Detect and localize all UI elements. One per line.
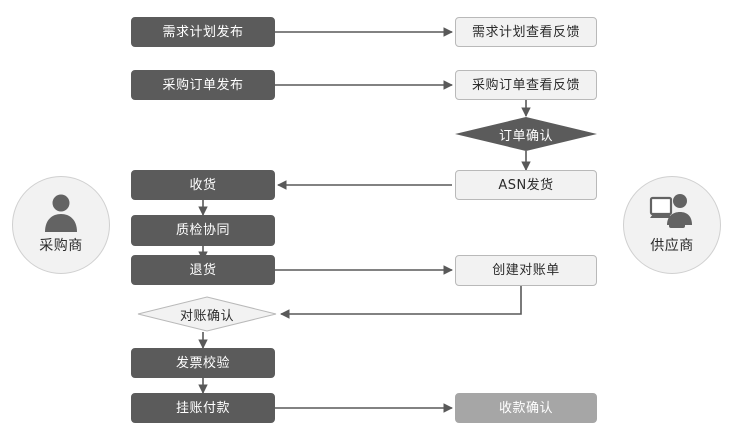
node-label: 发票校验 [175,355,230,371]
person-at-computer-icon [649,191,695,233]
node-payment-posting[interactable]: 挂账付款 [131,393,275,423]
node-label: 需求计划查看反馈 [471,24,580,40]
node-purchase-order-feedback[interactable]: 采购订单查看反馈 [455,70,597,100]
node-create-reconciliation[interactable]: 创建对账单 [455,255,597,286]
person-icon [41,191,81,233]
node-label: 收款确认 [498,400,553,416]
node-demand-plan-publish[interactable]: 需求计划发布 [131,17,275,47]
node-goods-receipt[interactable]: 收货 [131,170,275,200]
node-label: 订单确认 [498,128,553,144]
node-order-confirm[interactable]: 订单确认 [455,117,597,151]
node-label: 创建对账单 [492,263,560,278]
actor-supplier[interactable]: 供应商 [623,176,721,274]
actor-label: 采购商 [39,238,83,254]
node-label: 退货 [189,262,217,278]
node-label: 挂账付款 [175,400,230,416]
actor-label: 供应商 [650,238,694,254]
node-label: ASN发货 [498,177,554,193]
node-asn-shipment[interactable]: ASN发货 [455,170,597,200]
node-invoice-verification[interactable]: 发票校验 [131,348,275,378]
node-receipt-confirm[interactable]: 收款确认 [455,393,597,423]
node-label: 采购订单查看反馈 [471,77,580,93]
diamond-shape [137,296,277,332]
node-return-goods[interactable]: 退货 [131,255,275,285]
node-label: 对账确认 [179,308,234,324]
node-label: 质检协同 [175,223,230,238]
diamond-shape [455,117,597,151]
node-demand-plan-feedback[interactable]: 需求计划查看反馈 [455,17,597,47]
node-purchase-order-publish[interactable]: 采购订单发布 [131,70,275,100]
actor-buyer[interactable]: 采购商 [12,176,110,274]
node-label: 需求计划发布 [162,24,244,40]
node-label: 收货 [189,177,217,193]
node-quality-collaboration[interactable]: 质检协同 [131,215,275,246]
node-reconciliation-confirm[interactable]: 对账确认 [137,296,277,332]
edge-reconciliation-to-confirm [280,286,522,319]
node-label: 采购订单发布 [162,77,244,93]
